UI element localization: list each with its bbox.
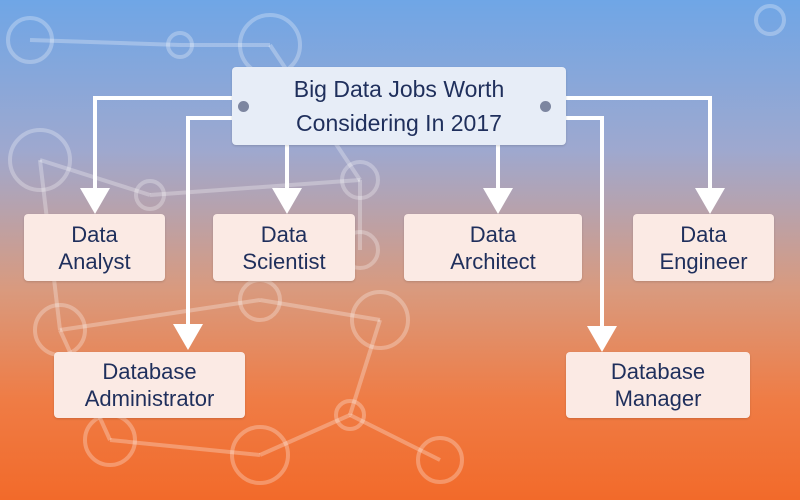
arrowhead-database-manager bbox=[587, 326, 617, 352]
role-box-data-scientist: Data Scientist bbox=[213, 214, 355, 281]
title-left-dot bbox=[238, 101, 249, 112]
role-label: Database Administrator bbox=[84, 359, 215, 411]
arrowhead-data-engineer bbox=[695, 188, 725, 214]
role-label: Data Scientist bbox=[242, 221, 326, 274]
role-box-data-engineer: Data Engineer bbox=[633, 214, 774, 281]
arrowhead-database-administrator bbox=[173, 324, 203, 350]
connector-data-analyst bbox=[93, 96, 234, 192]
connector-database-administrator bbox=[186, 116, 234, 328]
diagram-title-box: Big Data Jobs Worth Considering In 2017 bbox=[232, 67, 566, 145]
connector-database-manager bbox=[566, 116, 604, 330]
title-right-dot bbox=[540, 101, 551, 112]
role-box-data-architect: Data Architect bbox=[404, 214, 582, 281]
arrowhead-data-scientist bbox=[272, 188, 302, 214]
role-label: Data Analyst bbox=[58, 221, 131, 274]
role-label: Data Engineer bbox=[659, 221, 748, 274]
role-box-database-administrator: Database Administrator bbox=[54, 352, 245, 418]
role-label: Data Architect bbox=[450, 221, 536, 274]
role-box-data-analyst: Data Analyst bbox=[24, 214, 165, 281]
role-label: Database Manager bbox=[610, 359, 706, 411]
diagram-title: Big Data Jobs Worth Considering In 2017 bbox=[293, 76, 505, 136]
arrowhead-data-analyst bbox=[80, 188, 110, 214]
role-box-database-manager: Database Manager bbox=[566, 352, 750, 418]
arrowhead-data-architect bbox=[483, 188, 513, 214]
connector-data-engineer bbox=[566, 96, 712, 192]
